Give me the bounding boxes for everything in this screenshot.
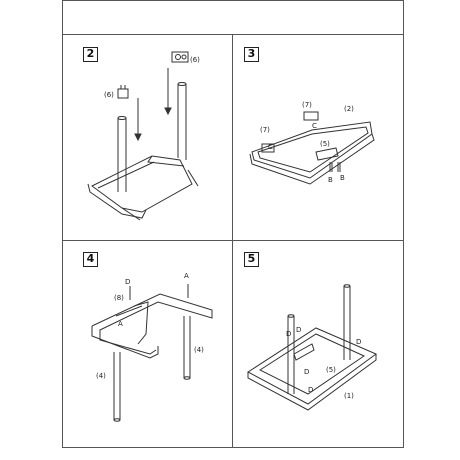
part-label: (6)	[190, 56, 200, 64]
part-label: A	[184, 272, 189, 280]
step-number-2: 2	[83, 47, 98, 62]
part-label: B	[328, 176, 333, 184]
column-divider	[232, 34, 233, 448]
top-frame	[249, 121, 375, 185]
part-label: (2)	[344, 105, 354, 113]
step-5-illustration: D D D D D (5) (1)	[247, 284, 377, 411]
part-label: (7)	[260, 126, 270, 134]
header-divider	[62, 34, 404, 35]
insert-arrows	[134, 68, 172, 142]
top-frame-inverted	[91, 293, 213, 359]
part-label: B	[340, 174, 345, 182]
part-label: (4)	[194, 346, 204, 354]
step-number-3: 3	[244, 47, 259, 62]
screws	[329, 162, 341, 172]
step-3-illustration: (7) C (2) (7) C (5) B B	[249, 101, 375, 185]
part-label: C	[312, 122, 317, 130]
clamp-parts	[117, 51, 189, 99]
part-label: D	[125, 278, 130, 286]
row-divider	[62, 240, 404, 241]
legs	[287, 284, 351, 394]
part-label: A	[118, 320, 123, 328]
part-label: D	[286, 330, 291, 338]
part-label: (6)	[104, 91, 114, 99]
part-label: D	[308, 386, 313, 394]
part-label: D	[356, 338, 361, 346]
part-label: (8)	[114, 294, 124, 302]
base-frame	[87, 155, 193, 221]
step-2-illustration: (6) (6)	[87, 51, 200, 221]
part-label: D	[296, 326, 301, 334]
part-label: (5)	[326, 366, 336, 374]
part-label: (4)	[96, 372, 106, 380]
part-label: C	[268, 143, 273, 151]
legs	[113, 316, 191, 422]
bracket-and-screws	[129, 284, 189, 345]
step-number-5: 5	[244, 252, 259, 267]
part-label: (7)	[302, 101, 312, 109]
brackets	[261, 111, 339, 161]
step-number-4: 4	[83, 252, 98, 267]
part-label: (5)	[320, 140, 330, 148]
part-label: D	[304, 368, 309, 376]
instruction-sheet-frame	[62, 0, 404, 448]
part-label: (1)	[344, 392, 354, 400]
step-4-illustration: D (8) A A (4) (4)	[91, 272, 213, 422]
bracket	[293, 343, 315, 361]
upright-tubes	[117, 82, 199, 192]
